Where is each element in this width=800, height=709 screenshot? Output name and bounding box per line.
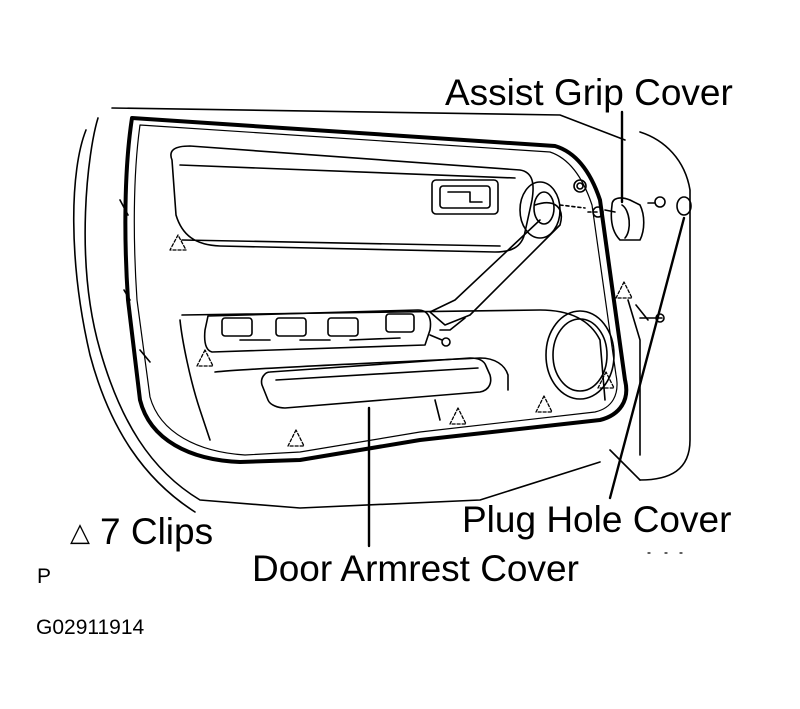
plug-hole-cover-part <box>676 196 692 216</box>
clip-legend-icon: △ <box>70 517 90 547</box>
clip-marker <box>196 349 214 367</box>
upper-ornament-panel <box>170 145 534 253</box>
clip-markers <box>169 234 633 447</box>
figure-code: G02911914 <box>36 616 145 639</box>
assist-grip <box>429 181 562 331</box>
clip-marker <box>449 407 467 425</box>
clip-marker <box>287 429 305 447</box>
plug-hole-cover-label: Plug Hole Cover <box>462 499 732 540</box>
door-pillar <box>627 299 665 456</box>
clips-count-label: 7 Clips <box>100 511 214 552</box>
door-trim-board <box>123 116 629 464</box>
clips-legend: △ 7 Clips <box>70 513 213 550</box>
inside-handle <box>431 179 499 215</box>
door-speaker <box>545 310 615 400</box>
armrest-cover-part <box>260 357 492 409</box>
lower-trim <box>179 309 606 441</box>
clip-marker <box>169 234 187 251</box>
clip-marker <box>535 395 553 413</box>
figure-marker: P <box>37 565 52 588</box>
assist-grip-cover-part <box>559 179 666 241</box>
clip-marker <box>615 281 633 299</box>
clip-marker <box>597 371 615 389</box>
assist-grip-cover-label: Assist Grip Cover <box>445 72 733 113</box>
leader-lines <box>367 110 686 548</box>
door-armrest-cover-label: Door Armrest Cover <box>252 548 579 589</box>
door-frame <box>72 107 691 513</box>
switch-panel <box>203 309 451 353</box>
leader-plug-hole-cover <box>608 216 686 500</box>
